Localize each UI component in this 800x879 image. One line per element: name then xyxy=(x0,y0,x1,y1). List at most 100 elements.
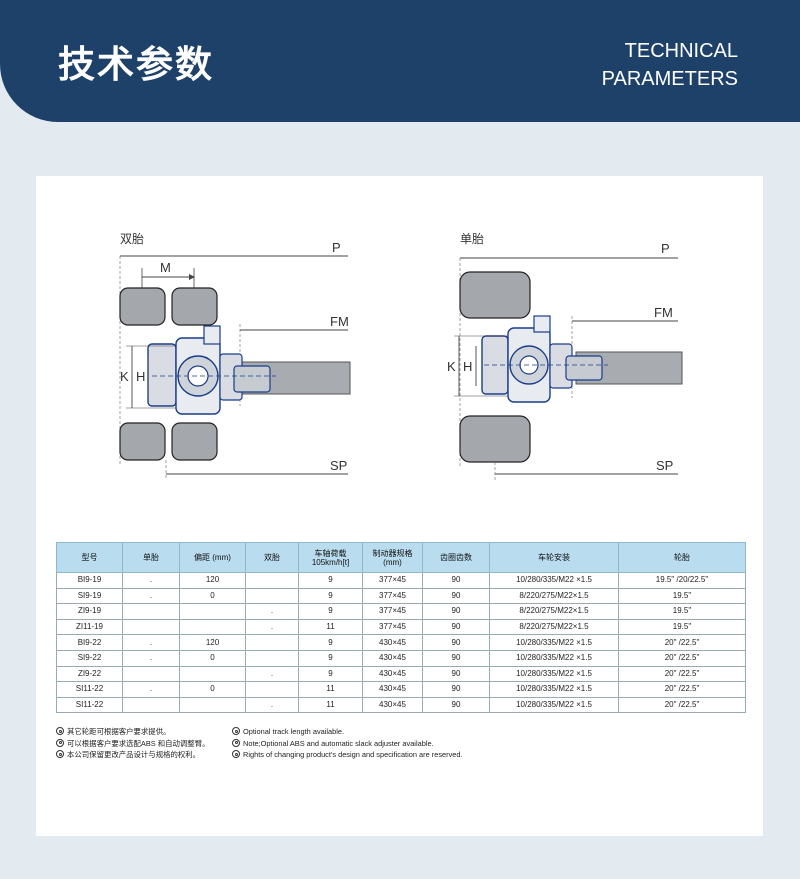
page-title-en-line2: PARAMETERS xyxy=(601,68,738,90)
bullet-icon xyxy=(56,750,64,758)
bullet-icon xyxy=(232,727,240,735)
note-cn-2: 可以根据客户要求选配ABS 和自动调整臂。 xyxy=(56,738,241,750)
cell-brake-spec: 377×45 xyxy=(362,572,423,589)
note-en-2: Note;Optional ABS and automatic slack ad… xyxy=(232,738,552,750)
cell-teeth: 90 xyxy=(422,634,490,651)
note-en-1: Optional track length available. xyxy=(232,726,552,738)
cell-teeth: 90 xyxy=(422,572,490,589)
cell-wheel-mount: 10/280/335/M22 ×1.5 xyxy=(489,696,619,714)
cell-wheel-mount: 10/280/335/M22 ×1.5 xyxy=(489,681,619,698)
dual-hub-assembly xyxy=(147,325,276,415)
cell-dual: . xyxy=(245,696,299,714)
dual-tire-bottom-inner xyxy=(119,422,166,461)
cell-wheel-mount: 10/280/335/M22 ×1.5 xyxy=(489,665,619,683)
cell-single: . xyxy=(122,587,180,605)
cell-model: ZI9-19 xyxy=(56,603,123,620)
single-hub-assembly xyxy=(481,315,608,403)
cell-single xyxy=(122,665,180,683)
cell-single: . xyxy=(122,649,180,667)
cell-tire: 20" /22.5" xyxy=(618,665,746,683)
header-tire: 轮胎 xyxy=(618,542,746,573)
cell-teeth: 90 xyxy=(422,603,490,620)
cell-teeth: 90 xyxy=(422,696,490,714)
header-offset: 偏距 (mm) xyxy=(179,542,246,573)
cell-brake-spec: 430×45 xyxy=(362,681,423,698)
dual-tire-top-inner xyxy=(119,287,166,326)
cell-wheel-mount: 8/220/275/M22×1.5 xyxy=(489,618,619,636)
cell-axle-load: 11 xyxy=(298,696,363,714)
page-title-cn: 技术参数 xyxy=(58,43,214,86)
cell-single xyxy=(122,696,180,714)
cell-dual xyxy=(245,634,299,651)
cell-tire: 19.5" xyxy=(618,603,746,620)
page-title-en-line1: TECHNICAL xyxy=(624,40,738,62)
cell-axle-load: 9 xyxy=(298,634,363,651)
header-axle-load: 车轴荷载 105km/h[t] xyxy=(298,542,363,573)
notes-en: Optional track length available. Note;Op… xyxy=(232,726,552,761)
single-sp-label: SP xyxy=(656,458,673,473)
axle-diagrams: 双胎 P M FM xyxy=(119,232,683,480)
cell-single xyxy=(122,603,180,620)
header-single: 单胎 xyxy=(122,542,180,573)
header-wheel-mount: 车轮安装 xyxy=(489,542,619,573)
cell-dual xyxy=(245,681,299,698)
cell-offset: 120 xyxy=(179,634,246,651)
bullet-icon xyxy=(56,727,64,735)
dual-k-label: K xyxy=(120,369,129,384)
cell-model: SI11-22 xyxy=(56,681,123,698)
cell-model: BI9-19 xyxy=(56,572,123,589)
notes-cn: 其它轮距可根据客户要求提供。 可以根据客户要求选配ABS 和自动调整臂。 本公司… xyxy=(56,726,241,761)
cell-single: . xyxy=(122,572,180,589)
header-dual: 双胎 xyxy=(245,542,299,573)
cell-model: ZI9-22 xyxy=(56,665,123,683)
cell-tire: 19.5" xyxy=(618,587,746,605)
cell-wheel-mount: 8/220/275/M22×1.5 xyxy=(489,603,619,620)
cell-axle-load: 11 xyxy=(298,681,363,698)
cell-tire: 20" /22.5" xyxy=(618,649,746,667)
cell-brake-spec: 377×45 xyxy=(362,603,423,620)
cell-model: SI9-19 xyxy=(56,587,123,605)
cell-teeth: 90 xyxy=(422,681,490,698)
page-title-en: TECHNICAL PARAMETERS xyxy=(478,37,738,93)
cell-axle-load: 11 xyxy=(298,618,363,636)
cell-brake-spec: 377×45 xyxy=(362,618,423,636)
cell-model: SI11-22 xyxy=(56,696,123,714)
cell-brake-spec: 430×45 xyxy=(362,634,423,651)
single-h-label: H xyxy=(463,359,472,374)
cell-single: . xyxy=(122,681,180,698)
cell-dual xyxy=(245,649,299,667)
cell-teeth: 90 xyxy=(422,587,490,605)
cell-offset xyxy=(179,696,246,714)
dual-tire-title: 双胎 xyxy=(120,232,144,246)
header-model: 型号 xyxy=(56,542,123,573)
bullet-icon xyxy=(56,738,64,747)
cell-teeth: 90 xyxy=(422,618,490,636)
cell-brake-spec: 430×45 xyxy=(362,696,423,714)
single-p-label: P xyxy=(661,241,670,256)
dual-p-label: P xyxy=(332,240,341,255)
table-header-row: 型号 单胎 偏距 (mm) 双胎 车轴荷载 105km/h[t] 制动器规格 (… xyxy=(56,542,746,573)
note-cn-3: 本公司保留更改产品设计与规格的权利。 xyxy=(56,749,241,761)
note-en-3: Rights of changing product's design and … xyxy=(232,749,552,761)
single-fm-label: FM xyxy=(654,305,673,320)
cell-single: . xyxy=(122,634,180,651)
cell-axle-load: 9 xyxy=(298,649,363,667)
single-tire-diagram: 单胎 P FM K H xyxy=(447,232,683,480)
cell-offset xyxy=(179,603,246,620)
cell-offset: 120 xyxy=(179,572,246,589)
note-cn-1: 其它轮距可根据客户要求提供。 xyxy=(56,726,241,738)
cell-axle-load: 9 xyxy=(298,587,363,605)
cell-brake-spec: 430×45 xyxy=(362,649,423,667)
cell-axle-load: 9 xyxy=(298,572,363,589)
cell-brake-spec: 430×45 xyxy=(362,665,423,683)
cell-dual: . xyxy=(245,603,299,620)
dual-h-label: H xyxy=(136,369,145,384)
cell-tire: 19.5" /20/22.5" xyxy=(618,572,746,589)
cell-wheel-mount: 10/280/335/M22 ×1.5 xyxy=(489,649,619,667)
single-tire-title: 单胎 xyxy=(460,232,484,246)
